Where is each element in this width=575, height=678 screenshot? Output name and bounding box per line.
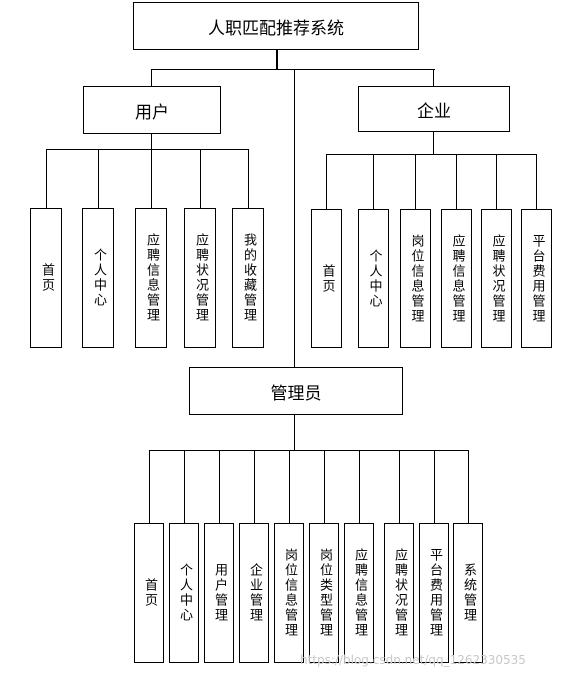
connector-user-drop bbox=[200, 149, 201, 208]
connector-to-user bbox=[151, 69, 152, 86]
user-module-box: 应聘信息管理 bbox=[135, 208, 167, 348]
company-module-label: 个人中心 bbox=[366, 248, 382, 309]
connector-admin-drop bbox=[324, 450, 325, 523]
user-module-label: 个人中心 bbox=[91, 248, 106, 308]
company-module-label: 岗位信息管理 bbox=[408, 233, 424, 324]
admin-module-box: 应聘状况管理 bbox=[384, 523, 414, 663]
admin-module-label: 岗位信息管理 bbox=[282, 548, 297, 638]
connector-admin-drop bbox=[149, 450, 150, 523]
user-module-box: 个人中心 bbox=[82, 208, 114, 348]
connector-admin-drop bbox=[468, 450, 469, 523]
admin-module-label: 应聘状况管理 bbox=[392, 548, 407, 638]
admin-module-label: 用户管理 bbox=[212, 563, 227, 623]
connector-admin-bar bbox=[149, 450, 469, 451]
connector-to-company bbox=[433, 69, 434, 86]
watermark: https://blog.csdn.net/qq_1262330535 bbox=[300, 653, 526, 667]
company-module-label: 平台费用管理 bbox=[529, 233, 545, 324]
company-module-label: 首页 bbox=[319, 263, 335, 294]
role-admin-box: 管理员 bbox=[189, 367, 403, 415]
connector-company-drop bbox=[373, 154, 374, 209]
admin-module-box: 岗位信息管理 bbox=[274, 523, 304, 663]
user-module-label: 应聘信息管理 bbox=[144, 233, 159, 323]
user-module-box: 应聘状况管理 bbox=[184, 208, 216, 348]
admin-module-box: 平台费用管理 bbox=[419, 523, 449, 663]
company-module-box: 应聘状况管理 bbox=[481, 209, 512, 348]
company-module-label: 应聘状况管理 bbox=[489, 233, 505, 324]
connector-user-drop bbox=[151, 149, 152, 208]
admin-module-label: 系统管理 bbox=[461, 563, 476, 623]
connector-company-drop bbox=[496, 154, 497, 209]
connector-user-drop bbox=[98, 149, 99, 208]
connector-user-drop bbox=[46, 149, 47, 208]
admin-module-box: 系统管理 bbox=[453, 523, 483, 663]
connector-admin-drop bbox=[434, 450, 435, 523]
admin-module-label: 首页 bbox=[142, 578, 157, 608]
connector-admin-down bbox=[294, 415, 295, 451]
connector-admin-drop bbox=[399, 450, 400, 523]
system-title: 人职匹配推荐系统 bbox=[208, 18, 344, 39]
connector-user-drop bbox=[248, 149, 249, 208]
connector-user-down bbox=[151, 134, 152, 150]
role-company-label: 企业 bbox=[417, 101, 451, 122]
connector-admin-drop bbox=[254, 450, 255, 523]
connector-company-drop bbox=[536, 154, 537, 209]
admin-module-label: 岗位类型管理 bbox=[317, 548, 332, 638]
role-user-box: 用户 bbox=[83, 86, 221, 134]
admin-module-label: 平台费用管理 bbox=[427, 548, 442, 638]
admin-module-box: 用户管理 bbox=[204, 523, 234, 663]
user-module-label: 应聘状况管理 bbox=[193, 233, 208, 323]
connector-company-drop bbox=[415, 154, 416, 209]
connector-admin-drop bbox=[289, 450, 290, 523]
user-module-label: 我的收藏管理 bbox=[241, 233, 256, 323]
company-module-label: 应聘信息管理 bbox=[449, 233, 465, 324]
admin-module-box: 个人中心 bbox=[169, 523, 199, 663]
connector-root-down bbox=[276, 50, 278, 70]
company-module-box: 应聘信息管理 bbox=[441, 209, 472, 348]
role-user-label: 用户 bbox=[135, 102, 169, 123]
admin-module-box: 应聘信息管理 bbox=[344, 523, 374, 663]
connector-to-admin bbox=[294, 69, 295, 367]
admin-module-box: 企业管理 bbox=[239, 523, 269, 663]
role-company-box: 企业 bbox=[358, 86, 510, 132]
connector-company-drop bbox=[456, 154, 457, 209]
admin-module-box: 岗位类型管理 bbox=[309, 523, 339, 663]
user-module-box: 我的收藏管理 bbox=[232, 208, 264, 348]
admin-module-box: 首页 bbox=[134, 523, 164, 663]
company-module-box: 岗位信息管理 bbox=[400, 209, 431, 348]
connector-root-bar bbox=[151, 69, 435, 70]
admin-module-label: 个人中心 bbox=[177, 563, 192, 623]
connector-company-bar bbox=[326, 154, 537, 155]
company-module-box: 平台费用管理 bbox=[521, 209, 552, 348]
company-module-box: 首页 bbox=[311, 209, 342, 348]
connector-admin-drop bbox=[359, 450, 360, 523]
connector-company-drop bbox=[326, 154, 327, 209]
role-admin-label: 管理员 bbox=[270, 383, 322, 404]
connector-company-down bbox=[433, 132, 434, 155]
admin-module-label: 应聘信息管理 bbox=[352, 548, 367, 638]
admin-module-label: 企业管理 bbox=[247, 563, 262, 623]
company-module-box: 个人中心 bbox=[358, 209, 389, 348]
system-title-box: 人职匹配推荐系统 bbox=[133, 2, 419, 50]
user-module-label: 首页 bbox=[39, 263, 54, 293]
connector-admin-drop bbox=[184, 450, 185, 523]
connector-user-bar bbox=[46, 149, 249, 150]
user-module-box: 首页 bbox=[30, 208, 62, 348]
connector-admin-drop bbox=[219, 450, 220, 523]
